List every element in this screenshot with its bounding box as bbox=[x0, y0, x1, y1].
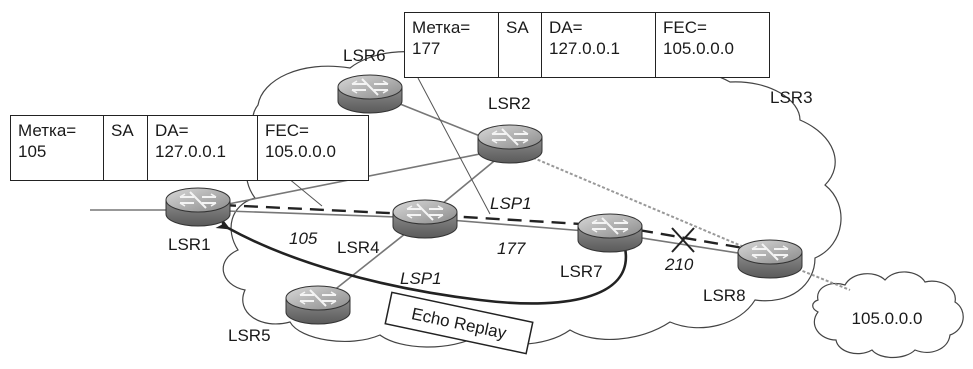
packet-top-fec-cell: FEC= 105.0.0.0 bbox=[663, 18, 734, 58]
lsp1-upper-label: LSP1 bbox=[490, 194, 532, 213]
packet-header-top: Метка= 177 SA DA= 127.0.0.1 FEC= 105.0.0… bbox=[404, 12, 770, 78]
packet-left-fec-cell: FEC= 105.0.0.0 bbox=[265, 121, 336, 161]
packet-left-label-cell: Метка= 105 bbox=[11, 116, 104, 180]
router-lsr3-label: LSR3 bbox=[770, 88, 813, 107]
destination-cloud-label: 105.0.0.0 bbox=[852, 309, 923, 328]
router-lsr6-icon bbox=[337, 74, 403, 114]
label-105: 105 bbox=[289, 229, 318, 248]
router-lsr5-icon bbox=[285, 285, 351, 325]
router-lsr7-label: LSR7 bbox=[560, 262, 603, 281]
router-lsr1-label: LSR1 bbox=[168, 235, 211, 254]
router-lsr5-label: LSR5 bbox=[228, 326, 271, 345]
router-lsr7-icon bbox=[577, 213, 643, 253]
label-177: 177 bbox=[497, 239, 526, 258]
packet-top-sa-cell: SA bbox=[499, 13, 542, 77]
packet-top-da-cell: DA= 127.0.0.1 bbox=[542, 13, 656, 77]
router-lsr8-icon bbox=[737, 239, 803, 279]
packet-top-label-cell: Метка= 177 bbox=[405, 13, 499, 77]
label-210: 210 bbox=[664, 255, 694, 274]
packet-left-sa-cell: SA bbox=[104, 116, 148, 180]
link-break-x bbox=[671, 227, 695, 253]
router-lsr2-label: LSR2 bbox=[488, 94, 531, 113]
router-lsr1-icon bbox=[165, 187, 231, 227]
echo-reply-arrow bbox=[215, 217, 628, 305]
router-lsr4-label: LSR4 bbox=[337, 238, 380, 257]
router-lsr2-icon bbox=[477, 124, 543, 164]
destination-cloud-shape bbox=[812, 271, 964, 359]
packet-left-da-cell: DA= 127.0.0.1 bbox=[148, 116, 258, 180]
packet-header-left: Метка= 105 SA DA= 127.0.0.1 FEC= 105.0.0… bbox=[10, 115, 369, 181]
router-lsr4-icon bbox=[392, 199, 458, 239]
router-lsr6-label: LSR6 bbox=[343, 46, 386, 65]
lsp1-lower-label: LSP1 bbox=[400, 269, 442, 288]
router-lsr8-label: LSR8 bbox=[703, 286, 746, 305]
